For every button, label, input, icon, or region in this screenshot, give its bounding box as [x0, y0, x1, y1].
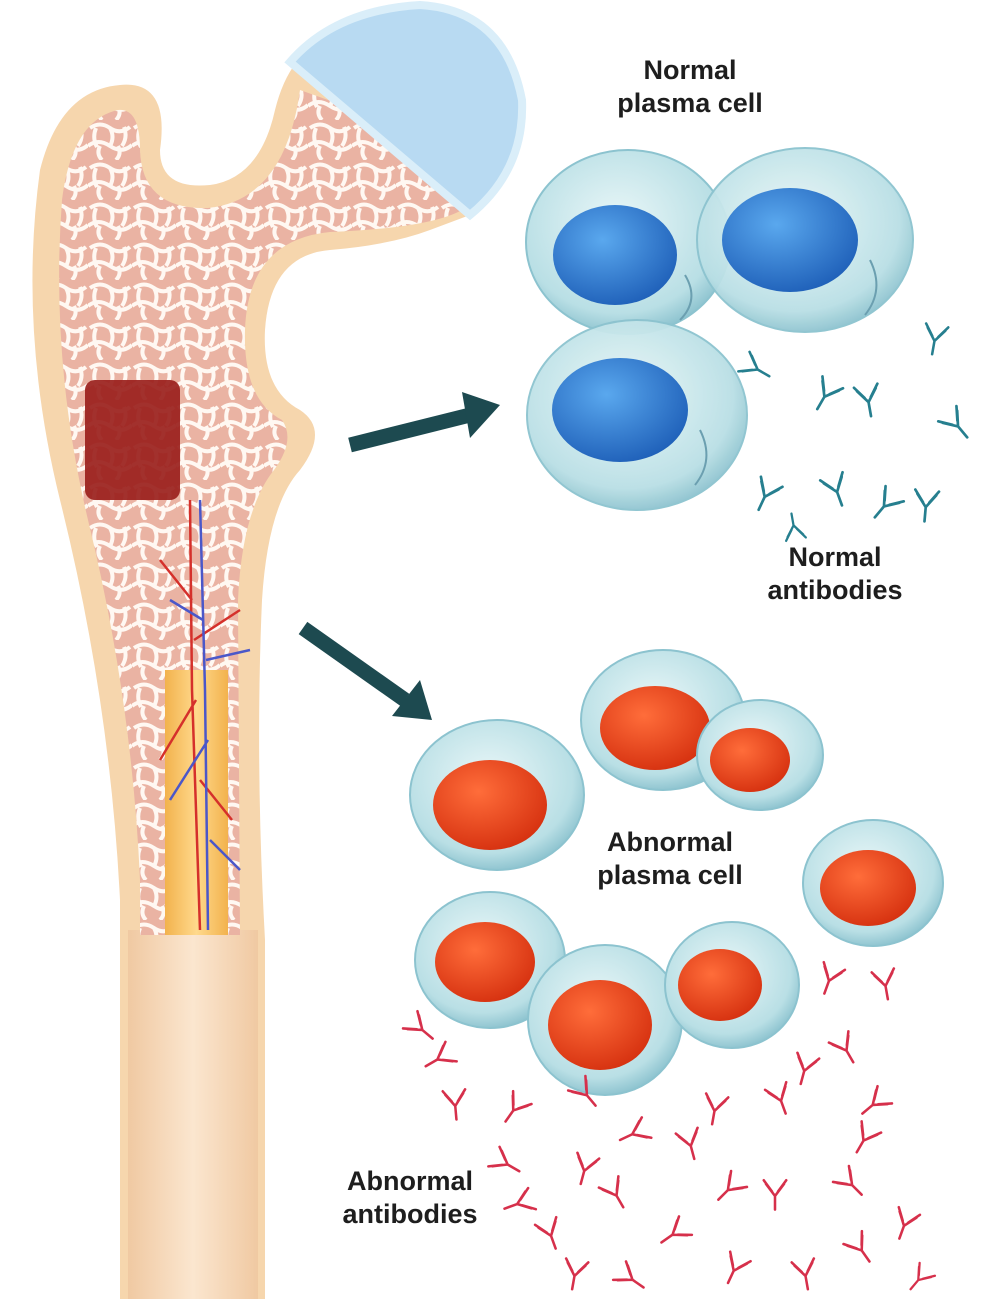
- normal-antibodies-label: Normal antibodies: [735, 541, 935, 607]
- y-shaped-antibody-icon: [597, 1175, 635, 1215]
- y-shaped-antibody-icon: [831, 1164, 871, 1204]
- y-shaped-antibody-icon: [611, 1260, 652, 1298]
- y-shaped-antibody-icon: [818, 470, 855, 511]
- y-shaped-antibody-icon: [864, 484, 906, 527]
- y-shaped-antibody-icon: [614, 1116, 653, 1152]
- y-shaped-antibody-icon: [812, 960, 847, 999]
- y-shaped-antibody-icon: [533, 1215, 568, 1254]
- normal-plasma-cell-label: Normal plasma cell: [590, 54, 790, 120]
- normal-plasma-cell-label-line1: Normal: [643, 55, 737, 85]
- marrow-tumor: [85, 380, 180, 500]
- y-shaped-antibody-icon: [852, 382, 885, 420]
- bone-shaft: [128, 930, 258, 1299]
- normal-plasma-cell: [526, 319, 748, 511]
- abnormal-antibodies-label: Abnormal antibodies: [310, 1165, 510, 1231]
- y-shaped-antibody-icon: [788, 1051, 821, 1089]
- y-shaped-antibody-icon: [842, 1229, 880, 1270]
- normal-plasma-cells: [525, 147, 914, 511]
- y-shaped-antibody-icon: [919, 322, 950, 358]
- spongy-bone: [59, 90, 469, 935]
- y-shaped-antibody-icon: [827, 1030, 865, 1070]
- y-shaped-antibody-icon: [568, 1151, 601, 1189]
- cartilage-head: [284, 0, 527, 221]
- y-shaped-antibody-icon: [853, 1084, 894, 1124]
- abnormal-plasma-cell: [527, 944, 683, 1096]
- normal-plasma-cell: [696, 147, 914, 333]
- y-shaped-antibody-icon: [936, 404, 978, 447]
- y-shaped-antibody-icon: [887, 1205, 922, 1244]
- abnormal-plasma-cell: [664, 921, 800, 1049]
- y-shaped-antibody-icon: [911, 488, 941, 524]
- y-shaped-antibody-icon: [780, 510, 808, 543]
- y-shaped-antibody-icon: [746, 475, 784, 517]
- y-shaped-antibody-icon: [762, 1178, 788, 1211]
- y-shaped-antibody-icon: [418, 1040, 458, 1078]
- normal-antibodies-label-line1: Normal: [788, 542, 882, 572]
- abnormal-plasma-cell-label-line1: Abnormal: [606, 827, 733, 857]
- y-shaped-antibody-icon: [805, 375, 845, 417]
- y-shaped-antibody-icon: [709, 1169, 749, 1209]
- y-shaped-antibody-icon: [870, 967, 901, 1003]
- y-shaped-antibody-icon: [495, 1089, 533, 1130]
- normal-plasma-cell-label-line2: plasma cell: [617, 88, 763, 118]
- y-shaped-antibody-icon: [790, 1257, 821, 1293]
- femur-bone: [32, 0, 527, 1299]
- abnormal-plasma-cell: [414, 891, 566, 1029]
- normal-antibodies: [737, 322, 978, 543]
- abnormal-antibodies-label-line2: antibodies: [342, 1199, 478, 1229]
- y-shaped-antibody-icon: [716, 1250, 752, 1289]
- abnormal-plasma-cell: [409, 719, 585, 871]
- abnormal-plasma-cell-label-line2: plasma cell: [597, 860, 743, 890]
- abnormal-antibodies-label-line1: Abnormal: [346, 1166, 473, 1196]
- abnormal-plasma-cell-label: Abnormal plasma cell: [570, 826, 770, 892]
- y-shaped-antibody-icon: [559, 1257, 590, 1293]
- arrow-to-normal-cells: [348, 392, 500, 453]
- abnormal-plasma-cell: [802, 819, 944, 947]
- abnormal-plasma-cell: [696, 699, 824, 811]
- abnormal-plasma-cells: [409, 649, 944, 1096]
- y-shaped-antibody-icon: [441, 1088, 469, 1122]
- y-shaped-antibody-icon: [699, 1092, 730, 1128]
- normal-antibodies-label-line2: antibodies: [767, 575, 903, 605]
- y-shaped-antibody-icon: [901, 1261, 937, 1297]
- y-shaped-antibody-icon: [674, 1126, 707, 1164]
- y-shaped-antibody-icon: [737, 350, 777, 388]
- blood-vessels: [158, 499, 251, 931]
- y-shaped-antibody-icon: [845, 1120, 883, 1160]
- arrow-to-abnormal-cells: [298, 621, 432, 720]
- y-shaped-antibody-icon: [401, 1009, 442, 1049]
- y-shaped-antibody-icon: [653, 1215, 694, 1253]
- y-shaped-antibody-icon: [763, 1080, 798, 1119]
